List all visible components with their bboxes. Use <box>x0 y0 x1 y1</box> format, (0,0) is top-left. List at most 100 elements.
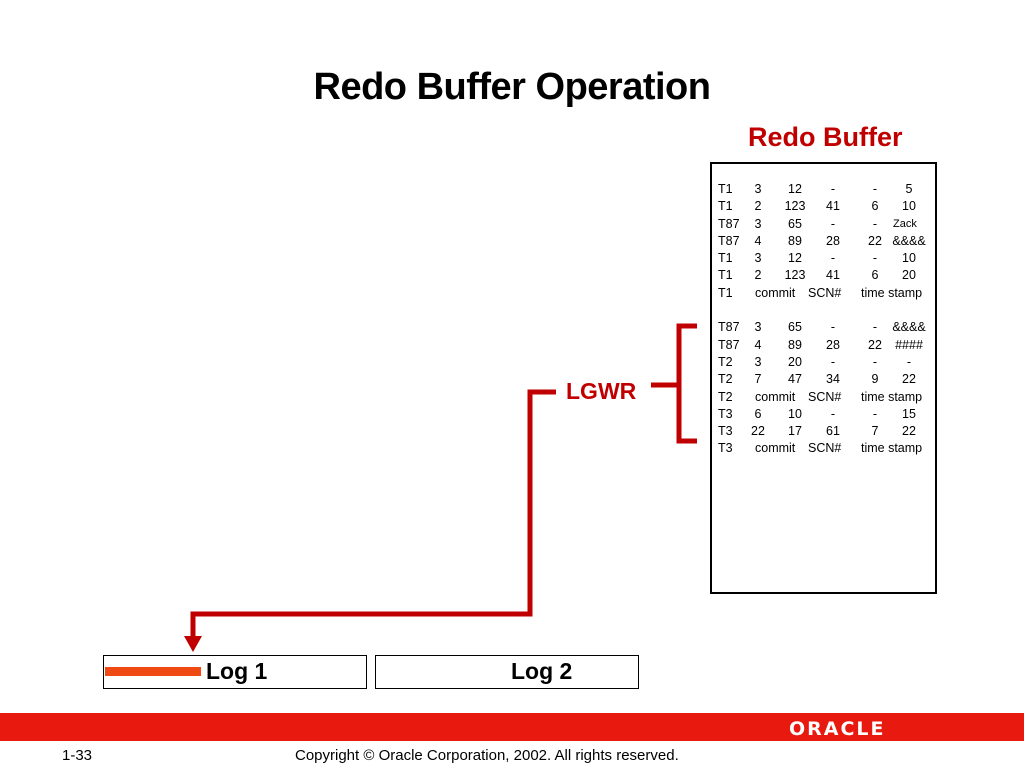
buffer-cell-col3: 47 <box>788 372 802 387</box>
buffer-cell-txn: T3 <box>718 406 733 421</box>
buffer-cell-commit: commit <box>755 389 796 404</box>
buffer-cell-col6: 10 <box>902 199 916 214</box>
buffer-cell-col4: - <box>830 251 836 266</box>
buffer-cell-scn: SCN# <box>808 389 842 404</box>
redo-buffer-label: Redo Buffer <box>748 122 903 152</box>
buffer-cell-txn: T87 <box>718 233 740 248</box>
buffer-cell-col6: Zack <box>893 217 917 230</box>
buffer-cell-txn: T2 <box>718 389 733 404</box>
buffer-cell-col4: 34 <box>826 372 840 387</box>
buffer-cell-col5: - <box>872 216 878 231</box>
buffer-cell-txn: T1 <box>718 285 733 300</box>
buffer-cell-scn: SCN# <box>808 285 842 300</box>
buffer-cell-col4: - <box>830 216 836 231</box>
buffer-cell-col5: 22 <box>868 337 882 352</box>
buffer-cell-col3: 123 <box>784 268 806 283</box>
buffer-cell-scn: SCN# <box>808 441 842 456</box>
buffer-cell-commit: commit <box>755 441 796 456</box>
buffer-cell-col2: 22 <box>751 424 765 439</box>
buffer-cell-col3: 12 <box>788 182 802 196</box>
oracle-logo: ORACLE <box>789 718 886 740</box>
buffer-cell-txn: T1 <box>718 268 733 283</box>
buffer-cell-txn: T1 <box>718 251 733 266</box>
buffer-cell-col4: - <box>830 354 836 369</box>
buffer-cell-col2: 2 <box>754 268 762 283</box>
buffer-cell-col4: 28 <box>826 337 840 352</box>
buffer-cell-col6: 10 <box>902 251 916 266</box>
buffer-cell-col5: - <box>872 406 878 421</box>
buffer-cell-col6: #### <box>895 337 923 352</box>
buffer-cell-col5: 22 <box>868 233 882 248</box>
lgwr-to-log-line <box>190 389 556 640</box>
buffer-cell-col3: 10 <box>788 406 802 421</box>
lgwr-label: LGWR <box>566 378 637 404</box>
buffer-cell-col5: - <box>872 320 878 335</box>
buffer-cell-col2: 3 <box>754 354 762 369</box>
buffer-cell-col6: 22 <box>902 372 916 387</box>
buffer-cell-col5: - <box>872 182 878 196</box>
buffer-cell-col4: 41 <box>826 268 840 283</box>
arrow-head-icon <box>184 636 202 652</box>
buffer-cell-col6: &&&& <box>892 233 926 248</box>
buffer-cell-col3: 65 <box>788 320 802 335</box>
buffer-cell-col5: - <box>872 354 878 369</box>
buffer-cell-col6: - <box>906 354 912 369</box>
buffer-cell-col2: 4 <box>754 337 762 352</box>
buffer-cell-col4: 28 <box>826 233 840 248</box>
buffer-cell-col3: 89 <box>788 233 802 248</box>
buffer-cell-col3: 17 <box>788 424 802 439</box>
buffer-cell-col3: 123 <box>784 199 806 214</box>
lgwr-bracket <box>676 323 697 444</box>
buffer-cell-col3: 89 <box>788 337 802 352</box>
buffer-cell-txn: T87 <box>718 337 740 352</box>
buffer-cell-col2: 4 <box>754 233 762 248</box>
buffer-cell-col6: &&&& <box>892 320 926 335</box>
buffer-cell-col2: 3 <box>754 251 762 266</box>
buffer-cell-col4: 61 <box>826 424 840 439</box>
buffer-cell-txn: T3 <box>718 424 733 439</box>
buffer-cell-txn: T2 <box>718 372 733 387</box>
buffer-cell-col3: 12 <box>788 251 802 266</box>
buffer-cell-col6: 15 <box>902 406 916 421</box>
log-1-label: Log 1 <box>206 658 268 684</box>
buffer-cell-col4: - <box>830 406 836 421</box>
footer-bar <box>0 713 1024 741</box>
copyright-text: Copyright © Oracle Corporation, 2002. Al… <box>295 747 679 764</box>
log-2-label: Log 2 <box>511 658 573 684</box>
buffer-cell-col5: 7 <box>871 424 879 439</box>
buffer-cell-timestamp: time stamp <box>861 389 923 404</box>
log-1-fill <box>105 667 201 676</box>
buffer-cell-txn: T1 <box>718 182 733 196</box>
buffer-cell-col3: 20 <box>788 354 802 369</box>
buffer-cell-timestamp: time stamp <box>861 441 923 456</box>
buffer-cell-txn: T1 <box>718 199 733 214</box>
buffer-cell-commit: commit <box>755 285 796 300</box>
buffer-cell-txn: T3 <box>718 441 733 456</box>
buffer-cell-col4: - <box>830 182 836 196</box>
buffer-cell-txn: T87 <box>718 216 740 231</box>
log-2-box <box>375 655 639 689</box>
buffer-cell-col6: 20 <box>902 268 916 283</box>
page-number: 1-33 <box>62 747 93 764</box>
buffer-cell-col5: 9 <box>871 372 879 387</box>
buffer-cell-col6: 22 <box>902 424 916 439</box>
buffer-cell-col6: 5 <box>905 182 913 196</box>
buffer-cell-col2: 3 <box>754 182 762 196</box>
buffer-cell-col2: 7 <box>754 372 762 387</box>
buffer-cell-col5: 6 <box>871 268 879 283</box>
buffer-cell-col2: 3 <box>754 320 762 335</box>
buffer-cell-col4: - <box>830 320 836 335</box>
buffer-cell-col5: 6 <box>871 199 879 214</box>
buffer-cell-txn: T2 <box>718 354 733 369</box>
buffer-cell-timestamp: time stamp <box>861 285 923 300</box>
buffer-cell-col2: 2 <box>754 199 762 214</box>
buffer-cell-col5: - <box>872 251 878 266</box>
slide-title: Redo Buffer Operation <box>313 66 711 108</box>
buffer-cell-col2: 3 <box>754 216 762 231</box>
buffer-cell-txn: T87 <box>718 320 740 335</box>
buffer-cell-col2: 6 <box>754 406 762 421</box>
buffer-cell-col3: 65 <box>788 216 802 231</box>
buffer-cell-col4: 41 <box>826 199 840 214</box>
